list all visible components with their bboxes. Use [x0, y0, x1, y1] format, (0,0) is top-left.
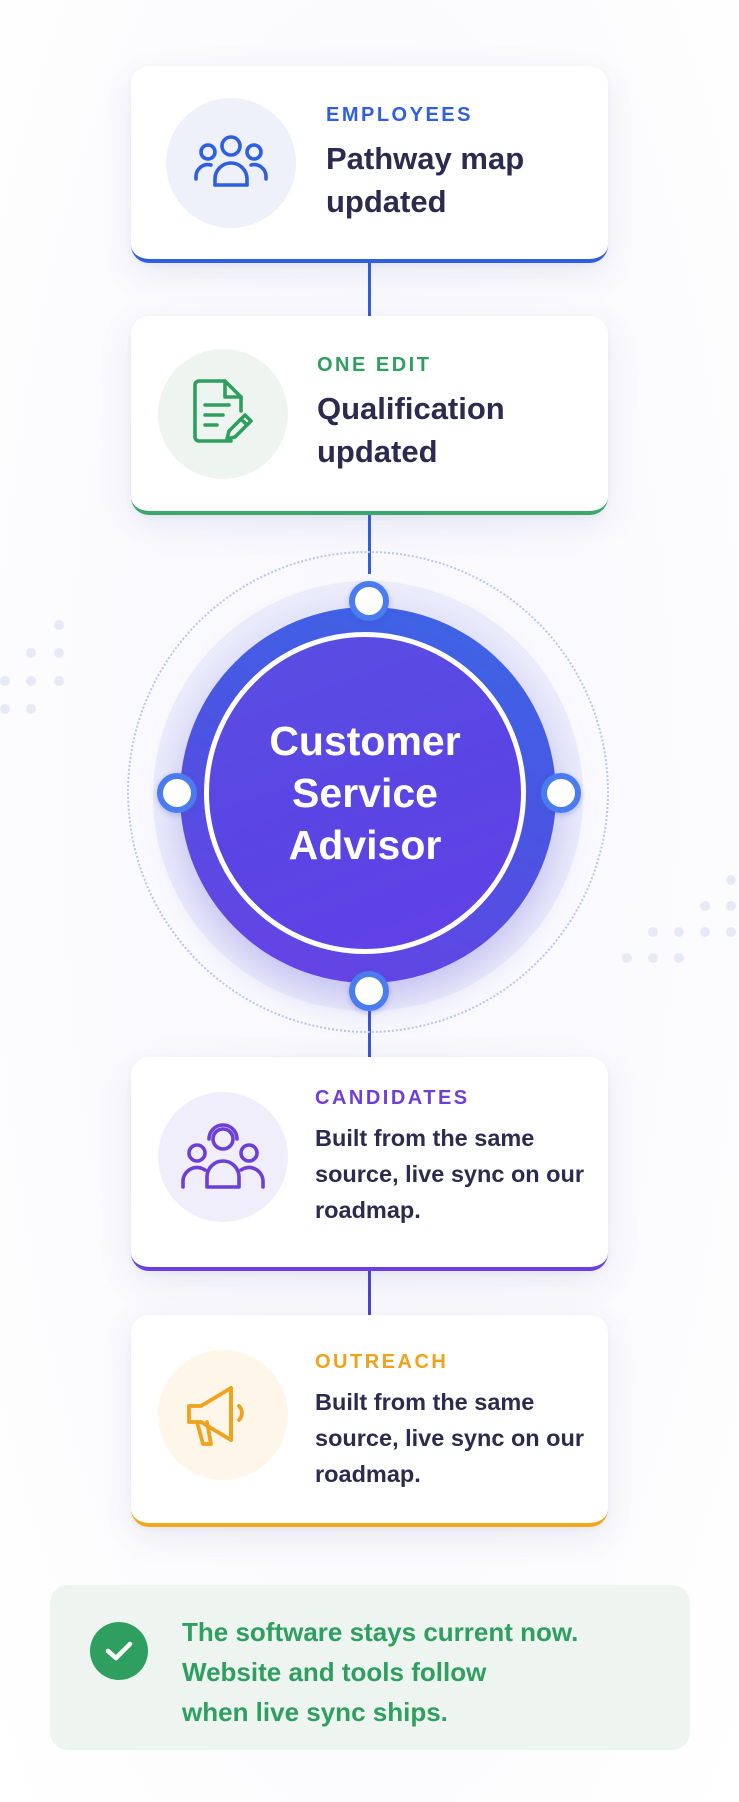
hub-core: Customer Service Advisor	[204, 632, 526, 954]
note-line-1: The software stays current now.	[182, 1617, 579, 1647]
document-edit-icon	[158, 349, 288, 479]
employees-title: Pathway map updated	[326, 141, 525, 219]
outreach-label: OUTREACH	[315, 1351, 449, 1373]
outreach-body: Built from the same source, live sync on…	[315, 1389, 585, 1487]
one-edit-title: Qualification updated	[317, 391, 505, 469]
employees-card: EMPLOYEES Pathway map updated	[131, 66, 608, 263]
connector-employees-edit	[368, 262, 371, 316]
hub-title-line-2: Service	[292, 770, 438, 816]
status-note: The software stays current now. Website …	[50, 1585, 690, 1750]
connector-hub-candidates	[368, 1010, 371, 1058]
one-edit-label: ONE EDIT	[317, 354, 432, 376]
hub-dotted-orbit	[127, 551, 609, 1033]
hub-node-left	[157, 773, 197, 813]
outreach-card: OUTREACH Built from the same source, liv…	[131, 1315, 608, 1527]
checkmark-icon	[90, 1622, 148, 1680]
one-edit-card: ONE EDIT Qualification updated	[131, 316, 608, 515]
megaphone-icon	[158, 1350, 288, 1480]
hub-title-line-1: Customer	[269, 718, 461, 764]
hub-node-right	[541, 773, 581, 813]
note-line-2: Website and tools follow	[182, 1657, 487, 1687]
hub-title-line-3: Advisor	[288, 822, 442, 868]
connector-edit-hub	[368, 514, 371, 574]
connector-candidates-outreach	[368, 1270, 371, 1316]
note-line-3: when live sync ships.	[182, 1697, 448, 1727]
candidates-group-icon	[158, 1092, 288, 1222]
customer-service-advisor-hub: Customer Service Advisor	[121, 545, 615, 1039]
candidates-body: Built from the same source, live sync on…	[315, 1125, 585, 1223]
hub-node-top	[349, 581, 389, 621]
people-group-icon	[166, 98, 296, 228]
candidates-card: CANDIDATES Built from the same source, l…	[131, 1057, 608, 1271]
hub-node-bottom	[349, 971, 389, 1011]
employees-label: EMPLOYEES	[326, 104, 473, 126]
candidates-label: CANDIDATES	[315, 1087, 470, 1109]
